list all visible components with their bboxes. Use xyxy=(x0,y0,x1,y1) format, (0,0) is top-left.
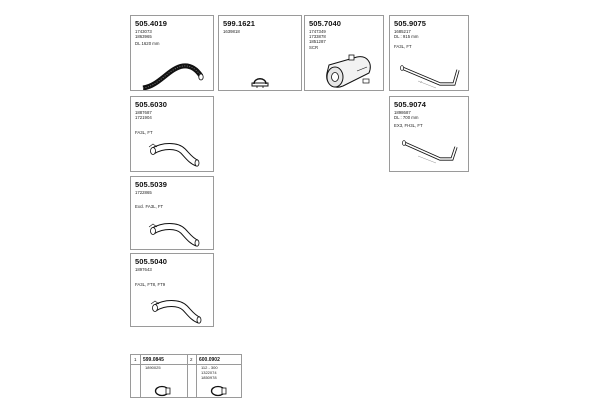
part-code: 599.1621 xyxy=(223,19,256,28)
part-code: 505.5040 xyxy=(135,257,168,266)
part-references: 1747349 1733878 1851287 xyxy=(309,29,326,45)
part-card-505-5039[interactable]: 505.5039 1722865 Excl. FA3L, FT xyxy=(130,176,214,250)
reference-number: 1747349 xyxy=(309,29,326,34)
part-note: EX3, FH3L, FT xyxy=(394,123,423,128)
part-note: FA3L, FT xyxy=(394,44,412,49)
part-note: DL 1620 mm xyxy=(135,41,160,46)
part-card-505-4019[interactable]: 505.4019 1743073 1863965 DL 1620 mm xyxy=(130,15,214,91)
bent-pipe-icon xyxy=(149,296,205,326)
part-references: 1743073 1863965 xyxy=(135,29,152,39)
reference-number: DL : 915 mm xyxy=(394,34,419,40)
reference-number: DL : 700 mm xyxy=(394,115,419,121)
part-note: Excl. FA3L, FT xyxy=(135,204,164,209)
part-card-505-7040[interactable]: 505.7040 1747349 1733878 1851287 SCR xyxy=(304,15,384,91)
column-divider xyxy=(187,355,188,397)
reference-number: 1897643 xyxy=(135,267,152,272)
part-references: 1685217 DL : 915 mm xyxy=(394,29,418,39)
accessory-references: 1890025 xyxy=(145,365,161,371)
part-code: 505.4019 xyxy=(135,19,168,28)
accessory-code[interactable]: 600.0902 xyxy=(199,357,220,363)
reference-number: 1850978 xyxy=(201,374,217,380)
part-card-599-1621[interactable]: 599.1621 1639818 xyxy=(218,15,302,91)
column-divider xyxy=(140,355,141,397)
tail-pipe-icon xyxy=(398,60,464,92)
part-code: 505.7040 xyxy=(309,19,342,28)
tail-pipe-icon xyxy=(400,137,462,167)
bent-pipe-icon xyxy=(147,219,203,249)
reference-number: 1733878 xyxy=(309,34,326,40)
reference-number: 112 - 300 xyxy=(201,365,218,370)
row-divider xyxy=(131,364,241,365)
reference-number: 1721904 xyxy=(135,115,152,121)
reference-number: 1863965 xyxy=(135,34,152,40)
part-references: 1722865 xyxy=(135,190,152,195)
accessory-code[interactable]: 599.0845 xyxy=(143,357,164,363)
part-card-505-9075[interactable]: 505.9075 1685217 DL : 915 mm FA3L, FT xyxy=(389,15,469,91)
part-code: 505.9074 xyxy=(394,100,427,109)
accessory-number: 2 xyxy=(190,357,193,362)
part-note: FA3L, FT xyxy=(135,130,153,135)
accessory-references: 112 - 300 1322074 1850978 xyxy=(201,365,218,380)
part-code: 505.6030 xyxy=(135,100,168,109)
flexible-hose-icon xyxy=(139,56,209,90)
part-code: 505.5039 xyxy=(135,180,168,189)
accessories-table: 1 599.0845 1890025 2 600.0902 112 - 300 … xyxy=(130,354,242,398)
bent-pipe-icon xyxy=(147,139,203,169)
reference-number: 1890025 xyxy=(145,365,161,370)
clamp-icon xyxy=(153,385,171,397)
reference-number: 1685217 xyxy=(394,29,411,34)
accessory-number: 1 xyxy=(134,357,137,362)
part-references: 1639818 xyxy=(223,29,240,34)
part-card-505-9074[interactable]: 505.9074 1898687 DL : 700 mm EX3, FH3L, … xyxy=(389,96,469,172)
column-divider xyxy=(196,355,197,397)
part-references: 1897643 xyxy=(135,267,152,272)
reference-number: 1322074 xyxy=(201,369,217,375)
clamp-icon xyxy=(209,385,227,397)
reference-number: 1743073 xyxy=(135,29,152,34)
part-code: 505.9075 xyxy=(394,19,427,28)
part-note: SCR xyxy=(309,45,319,50)
part-references: 1887687 1721904 xyxy=(135,110,152,120)
part-references: 1898687 DL : 700 mm xyxy=(394,110,418,120)
reference-number: 1639818 xyxy=(223,29,240,34)
reference-number: 1887687 xyxy=(135,110,152,115)
clamp-icon xyxy=(251,74,269,88)
silencer-icon xyxy=(323,53,375,91)
part-card-505-5040[interactable]: 505.5040 1897643 FA3L, FT8, FT9 xyxy=(130,253,214,327)
part-note: FA3L, FT8, FT9 xyxy=(135,282,166,287)
reference-number: 1722865 xyxy=(135,190,152,195)
reference-number: 1898687 xyxy=(394,110,411,115)
reference-number: 1851287 xyxy=(309,39,326,45)
part-card-505-6030[interactable]: 505.6030 1887687 1721904 FA3L, FT xyxy=(130,96,214,172)
